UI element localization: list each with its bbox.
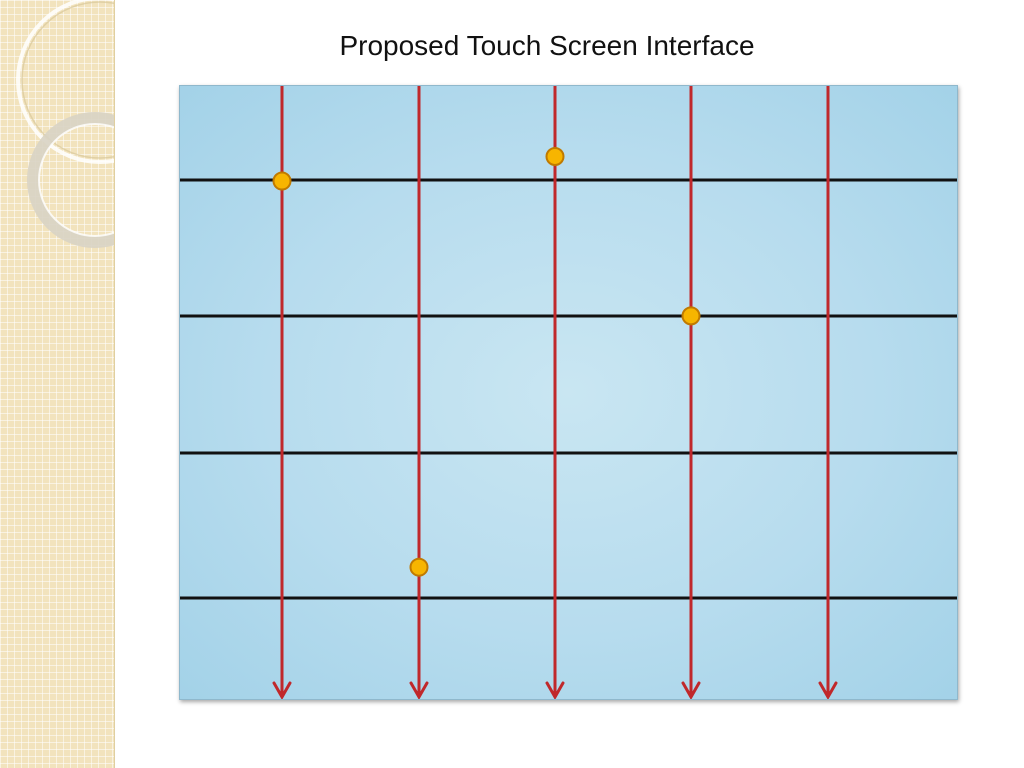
touch-point-3[interactable] bbox=[545, 146, 565, 166]
touch-grid bbox=[180, 86, 957, 699]
touch-screen-panel[interactable] bbox=[179, 85, 958, 700]
decorative-rings-icon bbox=[16, 0, 114, 248]
touch-point-2[interactable] bbox=[409, 557, 429, 577]
down-arrow-5 bbox=[818, 86, 838, 699]
slide-title: Proposed Touch Screen Interface bbox=[339, 30, 755, 61]
touch-point-4[interactable] bbox=[681, 306, 701, 326]
down-arrow-2 bbox=[409, 86, 429, 699]
down-arrow-3 bbox=[545, 86, 565, 699]
touch-point-1[interactable] bbox=[272, 171, 292, 191]
down-arrow-4 bbox=[681, 86, 701, 699]
